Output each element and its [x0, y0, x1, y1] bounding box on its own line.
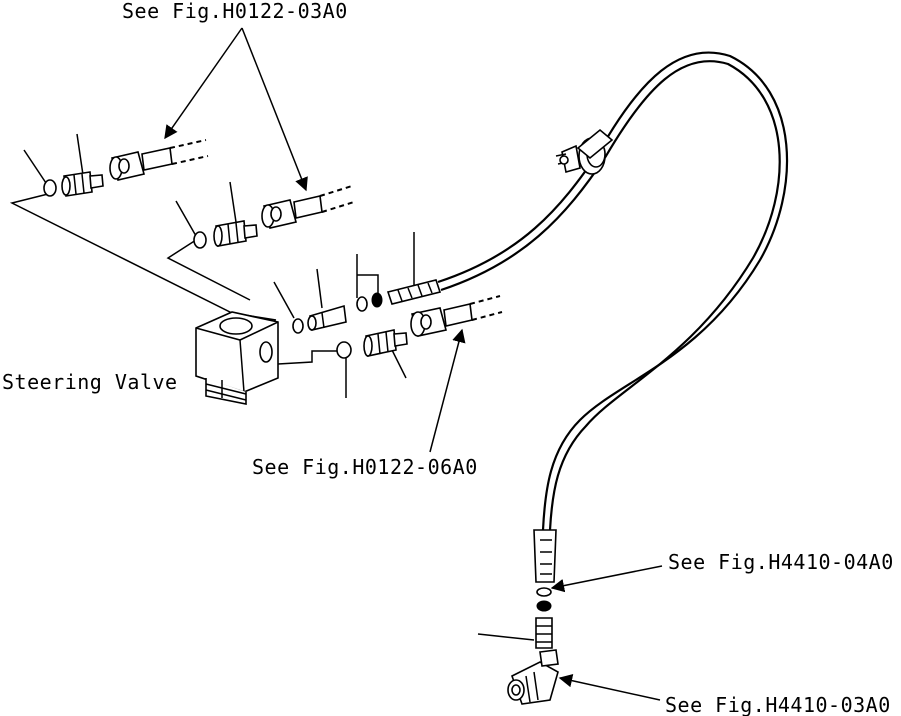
- row2-parts: [193, 185, 355, 249]
- arrow-right-lower: [558, 674, 661, 701]
- row3-lower-parts: [336, 295, 503, 359]
- hose: [437, 51, 789, 531]
- leader-arrows: [164, 27, 663, 701]
- lower-fittings: [507, 529, 559, 705]
- ref-label-top: See Fig.H0122-03A0: [122, 0, 348, 23]
- bulkhead-fitting: [555, 128, 614, 175]
- arrow-top-right: [241, 27, 308, 192]
- o-ring: [292, 318, 304, 334]
- steering-valve-label: Steering Valve: [2, 370, 178, 394]
- arrow-right-upper: [550, 565, 663, 593]
- o-ring: [193, 231, 207, 249]
- steering-valve: [195, 311, 279, 405]
- adapter: [535, 617, 553, 649]
- ref-label-right-lower: See Fig.H4410-03A0: [665, 693, 891, 716]
- hose-end: [533, 529, 557, 583]
- o-ring: [43, 179, 57, 197]
- ref-label-right-upper: See Fig.H4410-04A0: [668, 550, 894, 574]
- row3-upper-parts: [292, 279, 442, 334]
- arrow-top-left: [164, 27, 243, 140]
- ref-label-middle: See Fig.H0122-06A0: [252, 455, 478, 479]
- part-leaders: [23, 133, 535, 641]
- row1-parts: [43, 139, 209, 197]
- arrow-middle: [429, 328, 466, 453]
- o-ring: [336, 341, 352, 359]
